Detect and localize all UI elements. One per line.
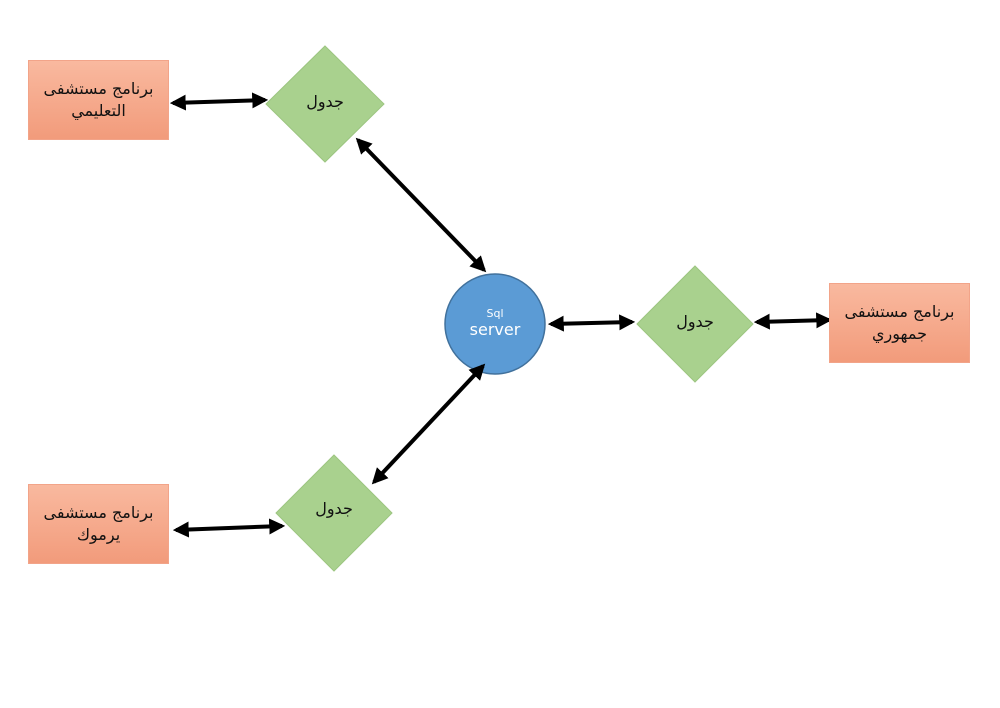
hospital-yarmouk-box: برنامج مستشفى يرموك <box>28 484 169 564</box>
connector-server-table-right <box>547 314 636 332</box>
hospital-jumhouri-label: برنامج مستشفى جمهوري <box>844 302 955 343</box>
sql-server-label: Sql server <box>445 272 545 375</box>
table-right-diamond <box>636 265 754 383</box>
connector-table-top-server <box>355 137 487 273</box>
table-top-diamond <box>265 45 385 163</box>
hospital-teaching-label: برنامج مستشفى التعليمي <box>43 79 154 120</box>
hospital-jumhouri-box: برنامج مستشفى جمهوري <box>829 283 970 363</box>
table-right-label: جدول <box>676 311 714 331</box>
table-top-label: جدول <box>306 91 344 111</box>
sql-server-circle <box>444 273 546 375</box>
connector-yarmouk-table <box>172 518 286 538</box>
sql-server-label-line1: Sql <box>486 306 504 320</box>
connector-server-table-bottom <box>371 363 486 485</box>
table-bottom-diamond <box>275 454 393 572</box>
sql-server-label-line2: server <box>469 320 521 340</box>
table-bottom-label: جدول <box>315 498 353 518</box>
connector-table-right-jumhouri <box>753 312 833 330</box>
hospital-teaching-box: برنامج مستشفى التعليمي <box>28 60 169 140</box>
connector-teaching-table <box>169 92 269 111</box>
hospital-yarmouk-label: برنامج مستشفى يرموك <box>43 503 154 544</box>
